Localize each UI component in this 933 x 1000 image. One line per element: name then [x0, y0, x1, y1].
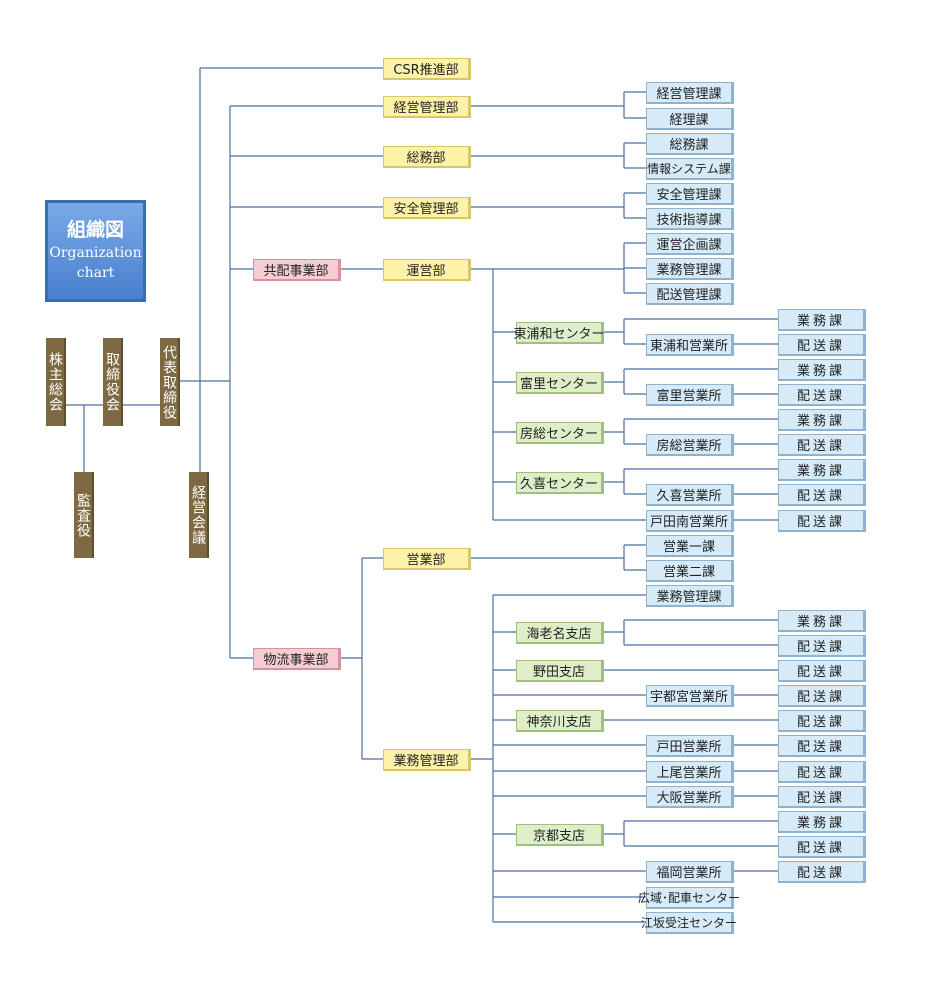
dept-business-management: 業務管理部 [383, 749, 471, 771]
unit-gyomu: 業務課 [778, 811, 866, 833]
unit-haiso: 配送課 [778, 334, 866, 356]
dept-management: 経営管理部 [383, 96, 471, 118]
unit-gyomu: 業務課 [778, 409, 866, 431]
representative-director: 代表取締役 [160, 338, 180, 426]
office-higashiurawa: 東浦和営業所 [646, 334, 734, 356]
unit-gyomu: 業務課 [778, 459, 866, 481]
office-boso: 房総営業所 [646, 434, 734, 456]
unit-gyomu: 業務課 [778, 309, 866, 331]
section-accounting: 経理課 [646, 108, 734, 130]
section-safety: 安全管理課 [646, 183, 734, 205]
title-en-line2: chart [76, 265, 115, 281]
unit-haiso: 配送課 [778, 786, 866, 808]
office-kuki: 久喜営業所 [646, 484, 734, 506]
branch-kyoto: 京都支店 [516, 824, 604, 846]
unit-gyomu: 業務課 [778, 610, 866, 632]
office-esaka-center: 江坂受注センター [641, 912, 737, 934]
dept-general-affairs: 総務部 [383, 146, 471, 168]
board-of-directors: 取締役会 [103, 338, 123, 426]
unit-haiso: 配送課 [778, 660, 866, 682]
title-jp: 組織図 [66, 219, 124, 241]
branch-ebina: 海老名支店 [516, 622, 604, 644]
office-wide-area-center: 広域･配車センター [638, 887, 740, 909]
dept-safety: 安全管理部 [383, 197, 471, 219]
branch-kanagawa: 神奈川支店 [516, 710, 604, 732]
unit-gyomu: 業務課 [778, 359, 866, 381]
office-toda: 戸田営業所 [646, 735, 734, 757]
section-it: 情報システム課 [646, 158, 734, 180]
dept-sales: 営業部 [383, 548, 471, 570]
center-kuki: 久喜センター [516, 472, 604, 494]
center-tomisato: 富里センター [516, 372, 604, 394]
section-mgmt-control: 経営管理課 [646, 82, 734, 104]
office-utsunomiya: 宇都宮営業所 [646, 685, 734, 707]
unit-haiso: 配送課 [778, 685, 866, 707]
section-delivery-mgmt: 配送管理課 [646, 283, 734, 305]
unit-haiso: 配送課 [778, 635, 866, 657]
section-biz-mgmt: 業務管理課 [646, 258, 734, 280]
center-higashiurawa: 東浦和センター [514, 322, 605, 344]
office-fukuoka: 福岡営業所 [646, 861, 734, 883]
unit-haiso: 配送課 [778, 510, 866, 532]
section-sales2: 営業二課 [646, 560, 734, 582]
unit-haiso: 配送課 [778, 434, 866, 456]
section-biz-mgmt2: 業務管理課 [646, 585, 734, 607]
office-osaka: 大阪営業所 [646, 786, 734, 808]
shareholders-meeting: 株主総会 [46, 338, 66, 426]
auditor: 監査役 [74, 472, 94, 558]
unit-haiso: 配送課 [778, 861, 866, 883]
chart-title-box: 組織図 Organization chart [45, 200, 146, 302]
center-boso: 房総センター [516, 422, 604, 444]
section-tech-guidance: 技術指導課 [646, 208, 734, 230]
section-ops-planning: 運営企画課 [646, 233, 734, 255]
unit-haiso: 配送課 [778, 710, 866, 732]
unit-haiso: 配送課 [778, 735, 866, 757]
unit-haiso: 配送課 [778, 484, 866, 506]
branch-noda: 野田支店 [516, 660, 604, 682]
div-logistics: 物流事業部 [253, 648, 341, 670]
dept-csr: CSR推進部 [383, 58, 471, 80]
office-todaminami: 戸田南営業所 [646, 510, 734, 532]
div-shared-delivery: 共配事業部 [253, 259, 341, 281]
office-tomisato: 富里営業所 [646, 384, 734, 406]
title-en-line1: Organization [49, 245, 142, 261]
unit-haiso: 配送課 [778, 761, 866, 783]
office-ageo: 上尾営業所 [646, 761, 734, 783]
unit-haiso: 配送課 [778, 836, 866, 858]
section-sales1: 営業一課 [646, 535, 734, 557]
dept-operations: 運営部 [383, 259, 471, 281]
unit-haiso: 配送課 [778, 384, 866, 406]
management-council: 経営会議 [189, 472, 209, 558]
section-general: 総務課 [646, 133, 734, 155]
